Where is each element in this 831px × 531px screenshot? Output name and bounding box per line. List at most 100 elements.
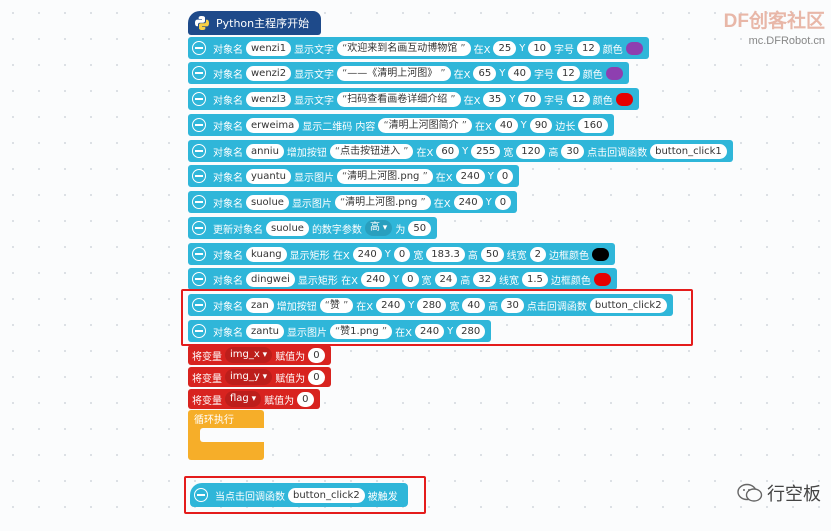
python-main-start-block[interactable]: Python主程序开始 — [188, 11, 322, 35]
object-name-field[interactable]: wenzi2 — [246, 65, 292, 81]
add-button-block-anniu[interactable]: 对象名 anniu 增加按钮 点击按钮进入 在X 60 Y 255 宽 120 … — [188, 140, 733, 162]
x-field[interactable]: 240 — [352, 246, 382, 262]
x-field[interactable]: 240 — [455, 168, 485, 184]
line-width-field[interactable]: 1.5 — [522, 271, 548, 287]
color-swatch[interactable] — [605, 66, 623, 80]
font-size-field[interactable]: 12 — [567, 91, 590, 107]
height-field[interactable]: 30 — [501, 297, 524, 313]
label: 在X — [356, 301, 374, 313]
side-length-field[interactable]: 160 — [578, 117, 608, 133]
height-field[interactable]: 32 — [473, 271, 496, 287]
color-swatch[interactable] — [625, 41, 643, 55]
update-param-block-suolue[interactable]: 更新对象名 suolue 的数字参数 高 为 50 — [188, 217, 438, 239]
x-field[interactable]: 60 — [436, 143, 460, 159]
label: 显示文字 — [294, 95, 335, 107]
text-field[interactable]: ——《清明上河图》 — [337, 65, 451, 81]
object-block-icon — [192, 144, 206, 158]
object-name-field[interactable]: zan — [246, 297, 274, 313]
show-text-block-wenzl3[interactable]: 对象名 wenzl3 显示文字 扫码查看画卷详细介绍 在X 35 Y 70 字号… — [188, 88, 639, 110]
callback-field[interactable]: button_click1 — [650, 143, 727, 159]
height-field[interactable]: 50 — [480, 246, 504, 262]
value-field[interactable]: 50 — [408, 220, 432, 236]
x-field[interactable]: 25 — [493, 40, 517, 56]
show-rect-block-dingwei[interactable]: 对象名 dingwei 显示矩形 在X 240 Y 0 宽 24 高 32 线宽… — [188, 268, 617, 290]
width-field[interactable]: 40 — [462, 297, 486, 313]
param-dropdown[interactable]: 高 — [364, 220, 393, 236]
x-field[interactable]: 35 — [483, 91, 507, 107]
loop-slot — [200, 428, 264, 442]
color-swatch[interactable] — [615, 92, 633, 106]
show-image-block-yuantu[interactable]: 对象名 yuantu 显示图片 清明上河图.png 在X 240 Y 0 — [188, 165, 520, 187]
object-name-field[interactable]: suolue — [266, 220, 309, 236]
text-field[interactable]: 欢迎来到名画互动博物馆 — [337, 40, 471, 56]
label: 宽 — [503, 147, 514, 159]
x-field[interactable]: 240 — [360, 271, 391, 287]
label: Y — [509, 93, 516, 105]
font-size-field[interactable]: 12 — [577, 40, 600, 56]
image-file-field[interactable]: 清明上河图.png — [334, 194, 431, 210]
button-text-field[interactable]: 点击按钮进入 — [329, 143, 414, 159]
value-field[interactable]: 0 — [297, 391, 314, 407]
x-field[interactable]: 240 — [376, 297, 406, 313]
variable-dropdown[interactable]: flag — [225, 391, 262, 407]
text-field[interactable]: 扫码查看画卷详细介绍 — [337, 91, 461, 107]
y-field[interactable]: 0 — [402, 271, 419, 287]
show-qrcode-block-erweima[interactable]: 对象名 erweima 显示二维码 内容 清明上河图简介 在X 40 Y 90 … — [188, 114, 614, 136]
show-text-block-wenzi1[interactable]: 对象名 wenzi1 显示文字 欢迎来到名画互动博物馆 在X 25 Y 10 字… — [188, 37, 649, 59]
y-field[interactable]: 0 — [494, 194, 512, 210]
set-variable-block-img-y[interactable]: 将变量 img_y 赋值为 0 — [188, 367, 331, 387]
y-field[interactable]: 40 — [508, 65, 532, 81]
y-field[interactable]: 0 — [393, 246, 411, 262]
object-name-field[interactable]: kuang — [246, 246, 287, 262]
qrcode-content-field[interactable]: 清明上河图简介 — [378, 117, 472, 133]
border-color-swatch[interactable] — [593, 272, 611, 286]
x-field[interactable]: 40 — [494, 117, 518, 133]
y-field[interactable]: 280 — [417, 297, 447, 313]
width-field[interactable]: 120 — [516, 143, 546, 159]
show-image-block-suolue[interactable]: 对象名 suolue 显示图片 清明上河图.png 在X 240 Y 0 — [188, 191, 518, 213]
add-button-block-zan[interactable]: 对象名 zan 增加按钮 赞 在X 240 Y 280 宽 40 高 30 点击… — [188, 294, 673, 316]
show-text-block-wenzi2[interactable]: 对象名 wenzi2 显示文字 ——《清明上河图》 在X 65 Y 40 字号 … — [188, 62, 629, 84]
callback-event-block[interactable]: 当点击回调函数 button_click2 被触发 — [190, 483, 408, 507]
show-rect-block-kuang[interactable]: 对象名 kuang 显示矩形 在X 240 Y 0 宽 183.3 高 50 线… — [188, 243, 615, 265]
object-name-field[interactable]: yuantu — [246, 168, 291, 184]
image-file-field[interactable]: 清明上河图.png — [336, 168, 433, 184]
python-logo-icon — [195, 16, 209, 30]
object-name-field[interactable]: dingwei — [246, 271, 295, 287]
object-name-field[interactable]: zantu — [246, 323, 284, 339]
line-width-field[interactable]: 2 — [529, 246, 546, 262]
variable-dropdown[interactable]: img_y — [225, 369, 273, 385]
y-field[interactable]: 255 — [471, 143, 501, 159]
set-variable-block-flag[interactable]: 将变量 flag 赋值为 0 — [188, 389, 320, 409]
object-name-field[interactable]: erweima — [246, 117, 300, 133]
callback-field[interactable]: button_click2 — [589, 297, 667, 313]
x-field[interactable]: 65 — [473, 65, 497, 81]
y-field[interactable]: 280 — [456, 323, 486, 339]
y-field[interactable]: 70 — [518, 91, 542, 107]
width-field[interactable]: 183.3 — [426, 246, 465, 262]
object-name-field[interactable]: wenzl3 — [246, 91, 292, 107]
y-field[interactable]: 10 — [528, 40, 552, 56]
x-field[interactable]: 240 — [453, 194, 483, 210]
x-field[interactable]: 240 — [414, 323, 445, 339]
value-field[interactable]: 0 — [308, 347, 325, 363]
variable-dropdown[interactable]: img_x — [225, 347, 273, 363]
show-image-block-zantu[interactable]: 对象名 zantu 显示图片 赞1.png 在X 240 Y 280 — [188, 320, 492, 342]
object-name-field[interactable]: wenzi1 — [246, 40, 292, 56]
loop-block-header[interactable]: 循环执行 — [188, 410, 240, 426]
image-file-field[interactable]: 赞1.png — [329, 323, 393, 339]
set-variable-block-img-x[interactable]: 将变量 img_x 赋值为 0 — [188, 345, 331, 365]
object-name-field[interactable]: suolue — [246, 194, 289, 210]
border-color-swatch[interactable] — [592, 247, 609, 261]
button-text-field[interactable]: 赞 — [319, 297, 354, 313]
width-field[interactable]: 24 — [434, 271, 458, 287]
label: Y — [520, 119, 527, 131]
callback-field[interactable]: button_click2 — [288, 487, 365, 503]
font-size-field[interactable]: 12 — [557, 65, 580, 81]
height-field[interactable]: 30 — [561, 143, 585, 159]
value-field[interactable]: 0 — [308, 369, 325, 385]
y-field[interactable]: 0 — [496, 168, 514, 184]
y-field[interactable]: 90 — [529, 117, 553, 133]
object-name-field[interactable]: anniu — [246, 143, 284, 159]
